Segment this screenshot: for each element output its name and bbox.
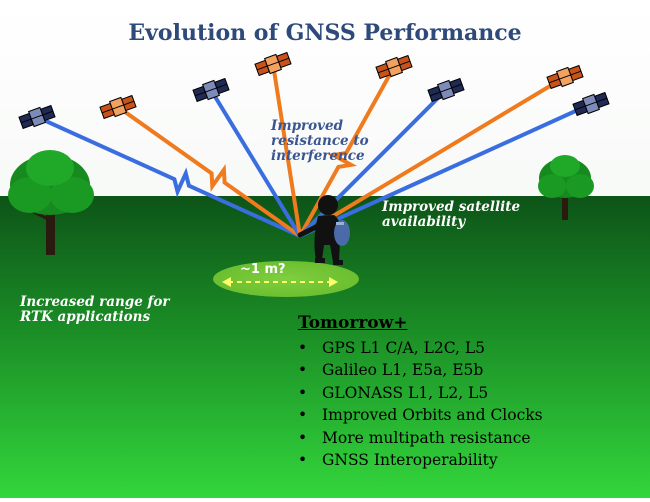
list-item: • More multipath resistance — [298, 427, 638, 449]
distance-arrow-right — [329, 277, 338, 287]
galileo-satellite-icon — [375, 54, 413, 80]
list-item-text: GNSS Interoperability — [322, 451, 498, 470]
interference-label-line: resistance to — [271, 133, 369, 149]
list-item-text: More multipath resistance — [322, 428, 531, 447]
bullet-icon: • — [298, 383, 308, 402]
tree-right — [538, 155, 594, 220]
gps-satellite-icon — [18, 104, 56, 130]
bullet-icon: • — [298, 406, 308, 425]
availability-label-line: availability — [382, 214, 466, 230]
galileo-satellite-icon — [254, 51, 292, 77]
ground — [0, 196, 650, 498]
availability-label-line: Improved satellite — [382, 199, 521, 215]
interference-label: Improved resistance to interference — [271, 119, 421, 164]
distance-label: ~1 m? — [240, 262, 286, 277]
gps-signal-ray — [299, 102, 592, 238]
gps-signal-ray — [209, 88, 302, 238]
tomorrow-list: Tomorrow+ • GPS L1 C/A, L2C, L5 • Galileo … — [298, 313, 638, 471]
rtk-range-label-line: Increased range for — [20, 294, 170, 310]
galileo-signal-ray — [271, 63, 302, 237]
rtk-range-label: Increased range for RTK applications — [20, 295, 220, 325]
bullet-icon: • — [298, 451, 308, 470]
tomorrow-heading: Tomorrow+ — [298, 313, 408, 333]
list-item: • Galileo L1, E5a, E5b — [298, 359, 638, 381]
list-item-text: GPS L1 C/A, L2C, L5 — [322, 339, 486, 357]
list-item: • GPS L1 C/A, L2C, L5 — [298, 337, 638, 359]
person-silhouette — [297, 195, 350, 265]
galileo-satellite-icon — [546, 64, 584, 90]
list-item: • Improved Orbits and Clocks — [298, 404, 638, 426]
availability-label: Improved satellite availability — [382, 200, 582, 230]
list-item: • GLONASS L1, L2, L5 — [298, 382, 638, 404]
distance-arrow-left — [222, 277, 231, 287]
list-item: • GNSS Interoperability — [298, 449, 638, 471]
sky — [0, 0, 650, 200]
list-item-text: Galileo L1, E5a, E5b — [322, 361, 484, 380]
bullet-icon: • — [298, 339, 308, 357]
galileo-signal-ray — [298, 66, 396, 237]
gps-satellite-icon — [192, 77, 230, 103]
tree-left — [8, 150, 94, 255]
galileo-satellite-icon — [99, 94, 137, 120]
interference-label-line: interference — [271, 148, 365, 164]
bullet-icon: • — [298, 361, 308, 380]
rtk-range-label-line: RTK applications — [20, 309, 151, 325]
gps-satellite-icon — [572, 91, 610, 117]
satellites — [18, 51, 610, 130]
interference-label-line: Improved — [271, 118, 344, 134]
list-item-text: GLONASS L1, L2, L5 — [322, 383, 489, 402]
gps-satellite-icon — [427, 77, 465, 103]
bullet-icon: • — [298, 428, 308, 447]
accuracy-ellipse — [213, 261, 359, 297]
galileo-signal-ray — [298, 75, 567, 238]
page-title: Evolution of GNSS Performance — [128, 20, 522, 46]
list-item-text: Improved Orbits and Clocks — [322, 406, 543, 425]
gps-signal-ray — [36, 115, 301, 238]
galileo-signal-ray — [116, 105, 302, 238]
